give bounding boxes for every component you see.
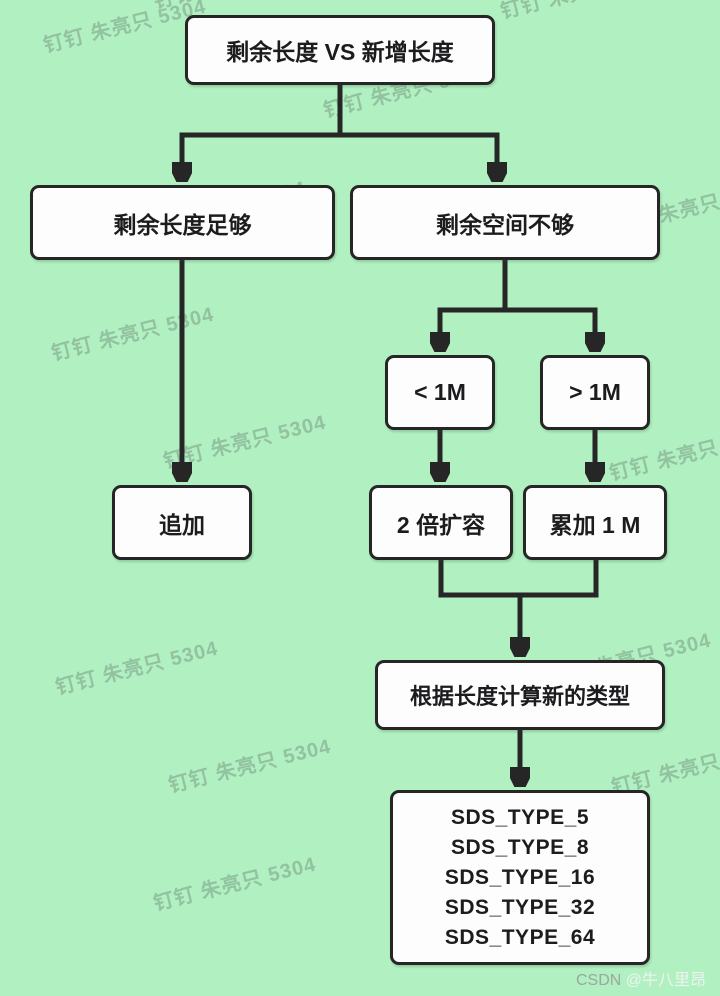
csdn-credit: CSDN @牛八里昂: [576, 966, 706, 990]
csdn-credit-user: @牛八里昂: [625, 972, 706, 989]
sds-type-32: SDS_TYPE_32: [444, 895, 596, 919]
node-space-insufficient: 剩余空间不够: [350, 185, 660, 260]
node-length-sufficient: 剩余长度足够: [30, 185, 335, 260]
sds-type-16: SDS_TYPE_16: [444, 865, 596, 889]
node-sds-type-list: SDS_TYPE_5 SDS_TYPE_8 SDS_TYPE_16 SDS_TY…: [390, 790, 650, 965]
node-add-1m: 累加 1 M: [523, 485, 667, 560]
node-greater-than-1m: > 1M: [540, 355, 650, 430]
csdn-credit-prefix: CSDN: [575, 972, 626, 989]
sds-type-8: SDS_TYPE_8: [450, 835, 590, 859]
node-double-expand: 2 倍扩容: [369, 485, 513, 560]
sds-type-5: SDS_TYPE_5: [450, 805, 590, 829]
node-root-comparison: 剩余长度 VS 新增长度: [185, 15, 495, 85]
node-less-than-1m: < 1M: [385, 355, 495, 430]
node-calc-new-type: 根据长度计算新的类型: [375, 660, 665, 730]
sds-type-64: SDS_TYPE_64: [444, 925, 596, 949]
node-append: 追加: [112, 485, 252, 560]
